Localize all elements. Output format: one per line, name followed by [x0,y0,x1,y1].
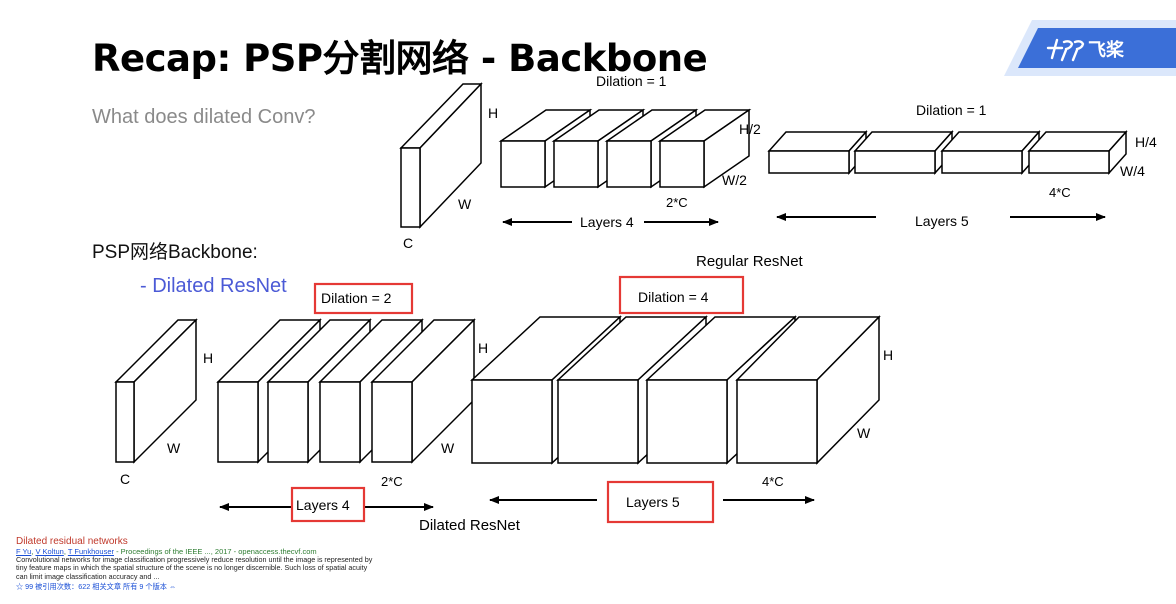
bottom-input-w: W [167,440,181,456]
paddle-logo: 飞桨 [1004,20,1176,76]
bottom-stage5-dilation-box [618,275,745,315]
reference-author-link[interactable]: T Funkhouser [67,547,115,556]
bottom-stage5-dilation: Dilation = 4 [638,289,709,305]
reference-authors: F Yu, V Koltun, T Funkhouser - Proceedin… [16,547,317,556]
top-stage4-h: H/2 [739,121,761,137]
reference-author-link[interactable]: F Yu [16,547,32,556]
top-stage4-layers: Layers 4 [580,214,634,230]
bottom-stage4-layers-box [290,486,366,523]
bottom-stage5-layers-box [606,480,715,524]
bottom-caption: Dilated ResNet [419,517,521,534]
bottom-stage4-w: W [441,440,455,456]
top-input-slab [399,82,483,229]
bottom-input-slab [114,318,198,464]
bottom-stage4-h: H [478,340,488,356]
top-stage5-h: H/4 [1135,134,1157,150]
reference-snippet: Dilated residual networks F Yu, V Koltun… [16,536,376,592]
top-stage4-w: W/2 [722,172,747,188]
bottom-stage5-h: H [883,347,893,363]
bottom-input-h: H [203,350,213,366]
top-input-c: C [403,235,413,251]
page-title: Recap: PSP分割网络 - Backbone [92,37,708,80]
bottom-stage4-c: 2*C [381,474,403,489]
top-input-w: W [458,196,472,212]
top-stage5-layers: Layers 5 [915,213,969,229]
bottom-stage5-layers: Layers 5 [626,494,680,510]
top-stage5-dilation: Dilation = 1 [916,102,987,118]
reference-title[interactable]: Dilated residual networks [16,536,128,547]
subtitle: What does dilated Conv? [92,106,316,128]
top-stage4-blocks [498,108,752,189]
top-caption: Regular ResNet [696,253,804,270]
bottom-stage5-c: 4*C [762,474,784,489]
bottom-stage4-blocks [216,318,476,464]
bullet-dilated-resnet: - Dilated ResNet [140,275,287,297]
top-stage5-blocks [767,130,1128,175]
backbone-heading: PSP网络Backbone: [92,242,258,263]
top-stage5-w: W/4 [1120,163,1145,179]
bottom-input-c: C [120,471,130,487]
paddle-logo-mark [1046,38,1085,62]
bottom-stage4-dilation-box [313,282,414,315]
top-stage4-dilation: Dilation = 1 [596,73,667,89]
bottom-stage4-layers: Layers 4 [296,497,350,513]
bottom-stage5-w: W [857,425,871,441]
top-stage5-c: 4*C [1049,185,1071,200]
reference-abstract: Convolutional networks for image classif… [16,555,373,581]
bottom-stage5-blocks [470,315,881,465]
top-stage4-c: 2*C [666,195,688,210]
logo-text: 飞桨 [1088,39,1125,61]
reference-author-link[interactable]: V Koltun [35,547,64,556]
top-input-h: H [488,105,498,121]
reference-source: - Proceedings of the IEEE ..., 2017 - op… [114,547,317,556]
reference-links[interactable]: ☆ 99 被引用次数：622 相关文章 所有 9 个版本 ⇔ [16,582,177,592]
bottom-stage4-dilation: Dilation = 2 [321,290,392,306]
